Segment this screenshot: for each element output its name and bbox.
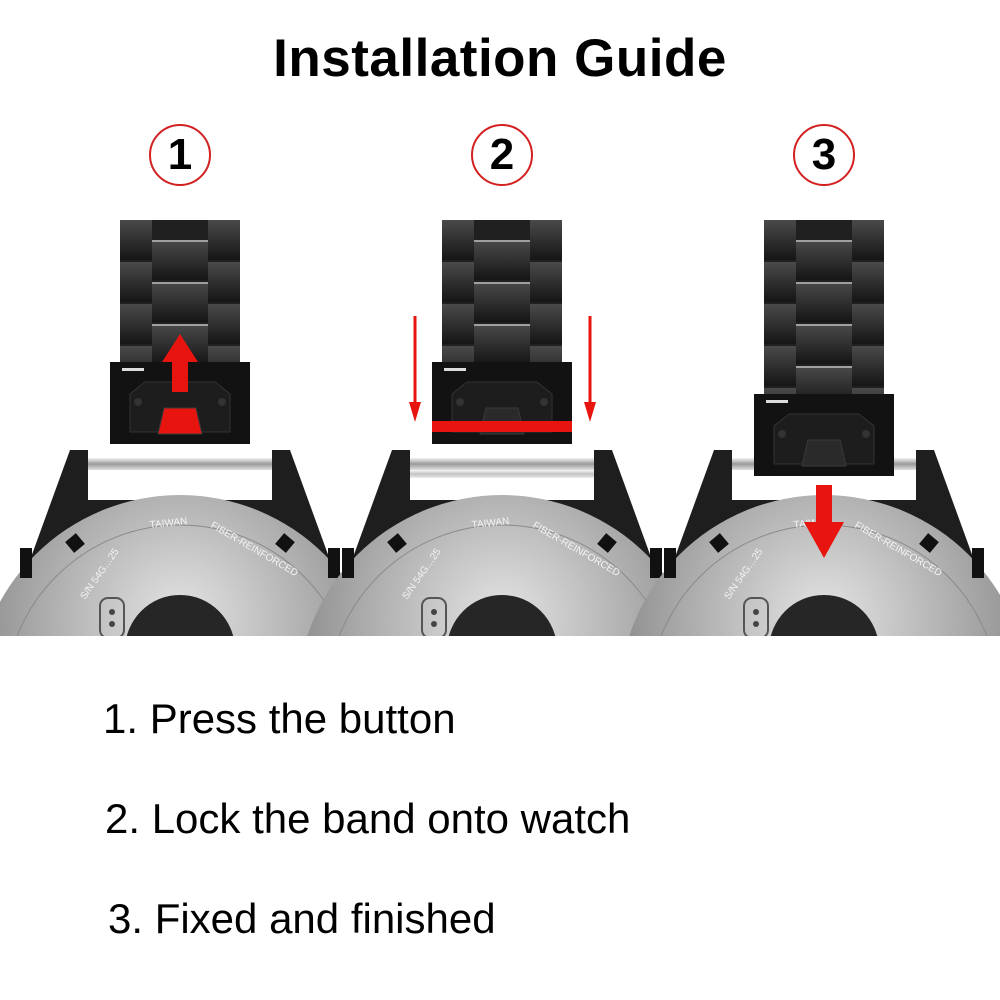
band-side-link — [442, 220, 474, 260]
band-side-link — [530, 262, 562, 302]
sensor-window — [126, 595, 234, 636]
step-3-text: 3. Fixed and finished — [108, 895, 496, 942]
clasp-screw — [218, 398, 226, 406]
spring-bar — [410, 458, 594, 470]
sensor-window — [448, 595, 556, 636]
side-button — [972, 548, 984, 578]
band-side-link — [208, 304, 240, 344]
band-center-link — [152, 240, 208, 280]
band-side-link — [530, 304, 562, 344]
charging-port — [743, 597, 769, 636]
watch-back-plate — [629, 495, 1000, 636]
charging-pin — [431, 621, 437, 627]
band-center-link — [474, 324, 530, 364]
step-1-text: 1. Press the button — [103, 695, 456, 742]
band-side-link — [764, 262, 796, 302]
charging-port — [421, 597, 447, 636]
engraving-taiwan: TAIWAN — [471, 516, 510, 531]
case-screw — [919, 533, 939, 553]
arrow-down-icon — [584, 402, 596, 422]
case-screw — [597, 533, 617, 553]
side-button — [650, 548, 662, 578]
band-side-link — [120, 262, 152, 302]
watch-back-plate — [0, 495, 375, 636]
step-2-text: 2. Lock the band onto watch — [105, 795, 631, 842]
charging-pin — [109, 609, 115, 615]
case-screw — [387, 533, 407, 553]
arrow-up-icon — [162, 334, 198, 392]
band-side-link — [764, 304, 796, 344]
band-side-link — [852, 346, 884, 386]
band-side-link — [852, 304, 884, 344]
metal-band — [754, 220, 894, 476]
clasp-cover — [129, 381, 231, 433]
metal-band — [432, 220, 572, 444]
side-button — [664, 548, 676, 578]
side-button — [342, 548, 354, 578]
side-button — [20, 548, 32, 578]
charging-pin — [431, 609, 437, 615]
release-button — [801, 439, 847, 467]
band-side-link — [764, 220, 796, 260]
band-side-link — [764, 346, 796, 386]
red-lock-bar — [432, 421, 572, 432]
step-2-badge: 2 — [471, 124, 533, 186]
arrow-down-icon — [804, 485, 844, 558]
case-screw — [709, 533, 729, 553]
arrow-down-icon — [409, 402, 421, 422]
band-side-link — [852, 262, 884, 302]
charging-port — [99, 597, 125, 636]
clasp-pin-highlight — [766, 400, 788, 403]
clasp-screw — [540, 398, 548, 406]
spring-bar — [88, 458, 272, 470]
watch-back-plate — [307, 495, 697, 636]
back-plate-ring — [16, 524, 344, 636]
clasp-cover — [773, 413, 875, 465]
case-screw — [65, 533, 85, 553]
engraving-taiwan: TAIWAN — [149, 516, 188, 531]
band-side-link — [120, 220, 152, 260]
clasp-pin-highlight — [444, 368, 466, 371]
band-center-link — [796, 240, 852, 280]
band-side-link — [852, 220, 884, 260]
release-button — [157, 407, 203, 435]
clasp-screw — [456, 398, 464, 406]
spring-bar-shadow — [410, 470, 594, 478]
metal-band — [110, 220, 250, 444]
band-center-link — [474, 282, 530, 322]
band-side-link — [120, 304, 152, 344]
charging-pin — [753, 609, 759, 615]
charging-pin — [753, 621, 759, 627]
page-title: Installation Guide — [273, 29, 727, 88]
clasp-screw — [134, 398, 142, 406]
band-side-link — [442, 304, 474, 344]
back-plate-ring — [338, 524, 666, 636]
arrow-down-shaft — [588, 316, 592, 406]
clasp-screw — [862, 430, 870, 438]
band-side-link — [208, 220, 240, 260]
band-side-link — [530, 220, 562, 260]
clasp-screw — [778, 430, 786, 438]
band-center-link — [152, 282, 208, 322]
band-center-link — [796, 282, 852, 322]
step-1-badge: 1 — [149, 124, 211, 186]
charging-pin — [109, 621, 115, 627]
band-side-link — [442, 262, 474, 302]
step-3-badge: 3 — [793, 124, 855, 186]
band-center-link — [474, 240, 530, 280]
case-screw — [275, 533, 295, 553]
clasp-pin-highlight — [122, 368, 144, 371]
band-side-link — [208, 262, 240, 302]
side-button — [328, 548, 340, 578]
sensor-window — [770, 595, 878, 636]
arrow-down-shaft — [413, 316, 417, 406]
band-center-link — [796, 324, 852, 364]
